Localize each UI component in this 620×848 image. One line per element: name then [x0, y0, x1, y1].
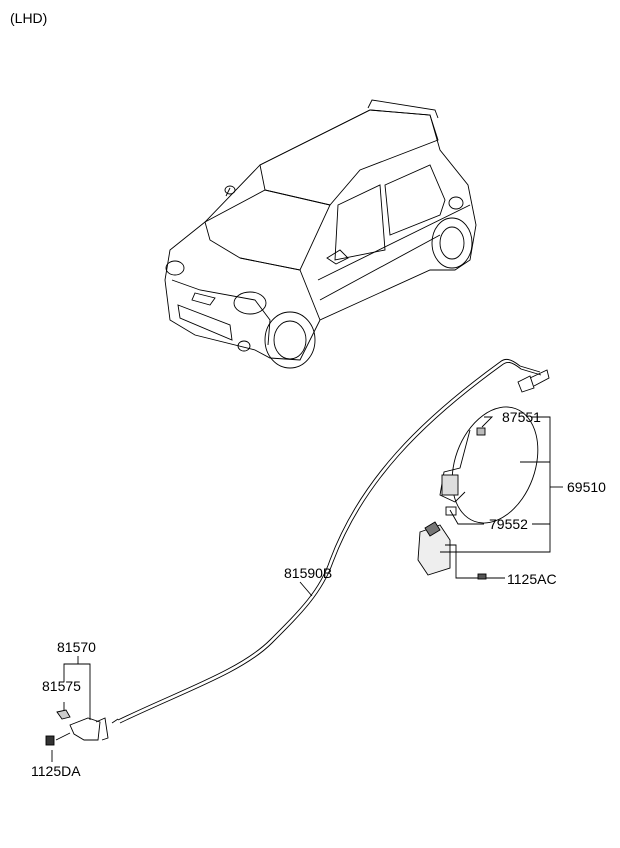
vehicle-illustration — [164, 99, 477, 369]
hood-latch — [45, 709, 119, 746]
cable-81590b — [117, 358, 550, 724]
part-label-81575[interactable]: 81575 — [42, 678, 81, 694]
part-label-87551[interactable]: 87551 — [502, 409, 541, 425]
leader-lines — [51, 416, 563, 762]
fuel-filler-door — [417, 406, 539, 580]
part-label-79552[interactable]: 79552 — [489, 516, 528, 532]
part-label-81570[interactable]: 81570 — [57, 639, 96, 655]
part-label-1125ac[interactable]: 1125AC — [507, 571, 557, 587]
part-label-81590b[interactable]: 81590B — [284, 565, 333, 581]
part-label-69510[interactable]: 69510 — [567, 479, 606, 495]
variant-label: (LHD) — [10, 10, 48, 26]
part-label-1125da[interactable]: 1125DA — [31, 763, 81, 779]
